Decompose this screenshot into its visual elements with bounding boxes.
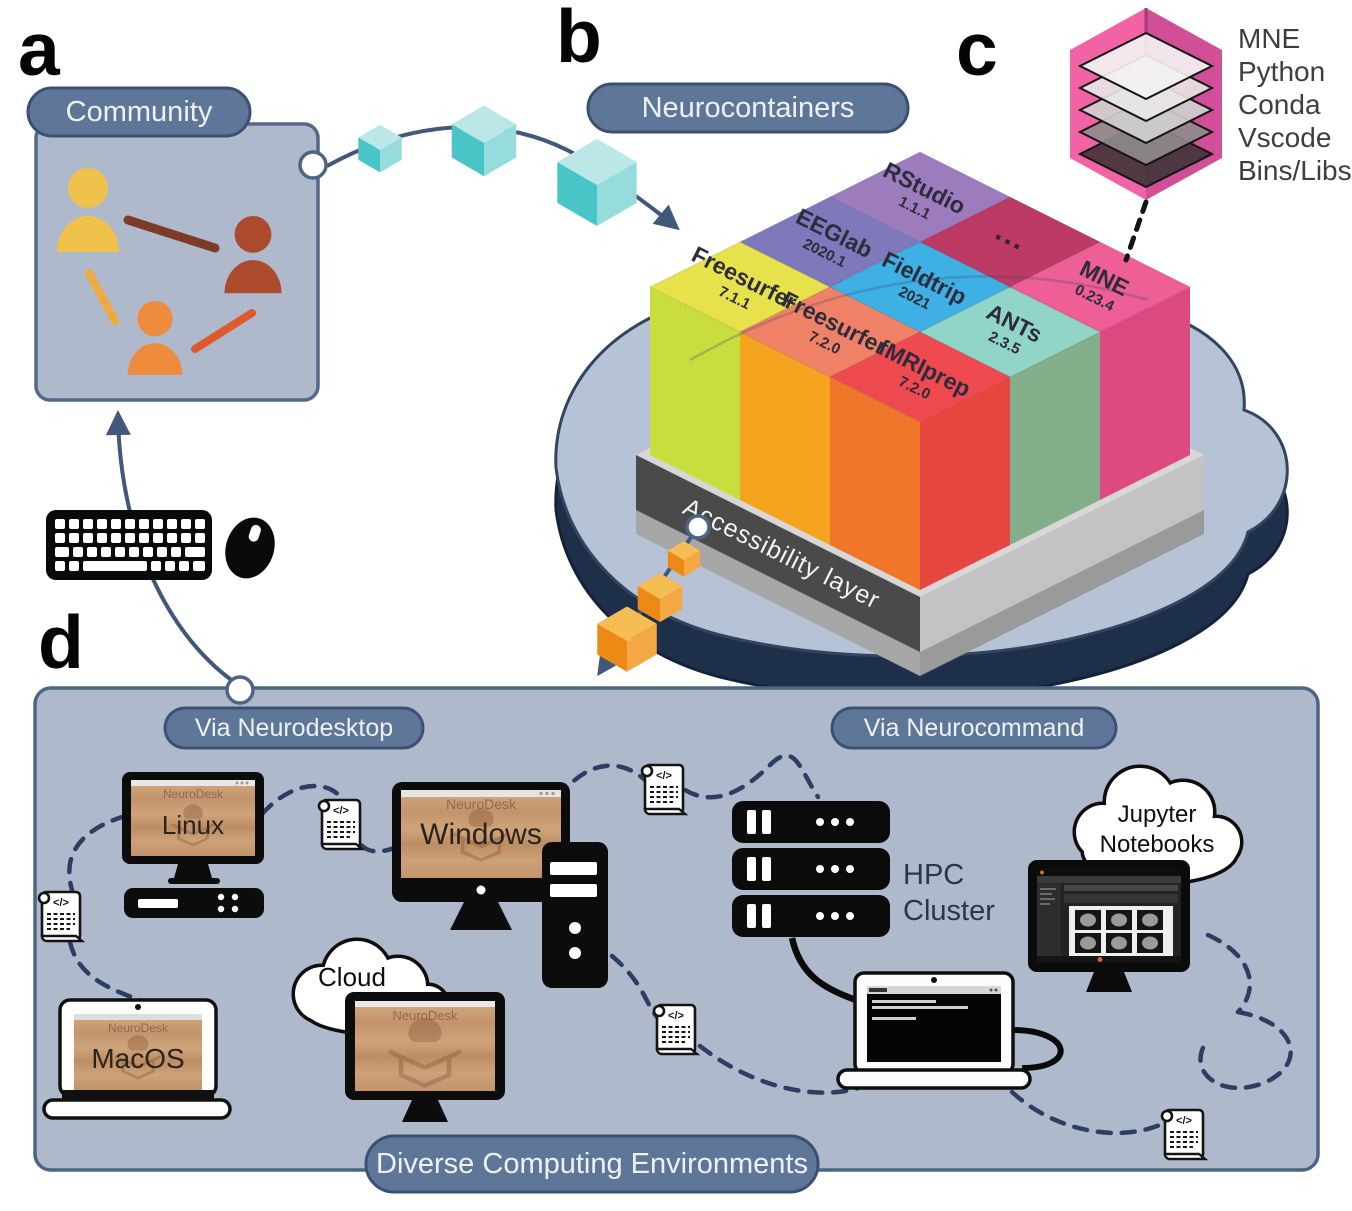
code-script-icon: </>: [652, 1003, 701, 1056]
server-rack-icon: [732, 848, 890, 890]
link-line-brown: [123, 215, 220, 253]
panel-a-community: a Community: [18, 7, 320, 402]
community-people-icon: [57, 168, 282, 375]
panel-d-letter: d: [38, 600, 84, 684]
connector-dot-accessibility: [685, 514, 711, 540]
layer-label-binslibs: Bins/Libs: [1238, 155, 1352, 186]
windows-os-label: Windows: [420, 818, 542, 851]
flow-environments-to-community: [46, 410, 275, 688]
cloud-brand-label: NeuroDesk: [392, 1008, 458, 1023]
terminal-screen: [867, 986, 1001, 1062]
via-neurodesktop-label: Via Neurodesktop: [195, 714, 393, 742]
side-freesurfer720: [740, 332, 830, 545]
cloud-monitor-screen: [355, 1001, 495, 1091]
layer-label-mne: MNE: [1238, 23, 1300, 54]
diverse-environments-badge: [364, 1134, 820, 1194]
slab-lower-band-right: [920, 510, 1204, 676]
linux-computer: NeuroDesk Linux: [122, 772, 264, 918]
side-ants: [1010, 332, 1100, 545]
panel-b-neurocontainers: b Accessibility layer: [554, 0, 1289, 700]
container-cube-medium: [451, 105, 517, 177]
cloud-rim-overlay: [689, 275, 1149, 362]
via-neurocommand-label: Via Neurocommand: [864, 714, 1084, 742]
cloud-deployment: Cloud NeuroDesk: [291, 937, 505, 1122]
panel-a-letter: a: [18, 7, 61, 91]
windows-computer: NeuroDesk Windows: [392, 782, 608, 988]
diverse-environments-label: Diverse Computing Environments: [376, 1148, 808, 1180]
hexagon-to-mne-dashed-link: [1123, 199, 1149, 263]
cloud-label: Cloud: [318, 962, 386, 992]
windows-brand-label: NeuroDesk: [446, 796, 517, 812]
connector-dot-community: [298, 150, 328, 180]
container-stack-top: [648, 151, 1192, 423]
container-cube-small: [358, 124, 402, 173]
mouse-icon: [225, 517, 275, 579]
cloud-monitor: NeuroDesk: [345, 992, 505, 1122]
connector-dot-panel-d: [225, 675, 255, 705]
hpc-cluster: HPC Cluster: [732, 801, 995, 1004]
link-line-yellow: [85, 269, 119, 325]
hpc-label-line2: Cluster: [903, 895, 995, 927]
via-neurocommand-badge: [830, 706, 1118, 750]
tile-fmriprep: [828, 331, 1012, 423]
macos-laptop: NeuroDesk MacOS: [42, 998, 232, 1120]
server-rack-icon: [732, 801, 890, 843]
code-script-icon: </>: [317, 798, 366, 851]
layer-label-conda: Conda: [1238, 89, 1321, 120]
container-hexagon-icon: [1070, 8, 1222, 200]
community-badge-label: Community: [66, 96, 213, 128]
flow-containers-to-environments: [597, 514, 711, 677]
macos-brand-label: NeuroDesk: [108, 1021, 169, 1035]
linux-desktop-unit: [124, 888, 264, 918]
code-script-icon: </>: [37, 890, 86, 943]
script-icons: </> </> </> </>: [37, 763, 1209, 1161]
neurocontainers-badge: [586, 82, 910, 134]
side-fmriprep-left: [830, 377, 920, 590]
windows-screen: [401, 790, 561, 878]
panel-c-letter: c: [956, 7, 998, 91]
svg-text:</>: </>: [1176, 1115, 1192, 1127]
container-stack-sides: [650, 287, 1190, 590]
windows-tower-unit: [542, 842, 608, 988]
code-script-icon: </>: [1160, 1108, 1209, 1161]
side-freesurfer711: [650, 287, 740, 500]
jupyter-notebooks: Jupyter Notebooks: [1028, 764, 1244, 992]
layer-label-python: Python: [1238, 56, 1325, 87]
via-neurodesktop-badge: [163, 706, 425, 750]
jupyter-monitor: [1028, 860, 1190, 992]
macos-os-label: MacOS: [91, 1043, 184, 1074]
code-script-icon: </>: [640, 763, 689, 816]
link-line-orange: [191, 309, 256, 353]
side-mne: [1100, 287, 1190, 500]
svg-text:</>: </>: [656, 770, 672, 782]
svg-text:</>: </>: [333, 805, 349, 817]
panel-c-container-layers: c MNE Python Conda Vscode Bins/Libs: [956, 7, 1352, 263]
linux-os-label: Linux: [162, 810, 224, 840]
linux-brand-label: NeuroDesk: [163, 787, 224, 801]
slab-right-face: [920, 455, 1204, 652]
flow-community-to-containers: [298, 105, 680, 231]
hpc-to-laptop-cable: [788, 937, 858, 1004]
svg-text:</>: </>: [668, 1010, 684, 1022]
hpc-label-line1: HPC: [903, 859, 964, 891]
jupyter-label-line2: Notebooks: [1100, 831, 1215, 858]
terminal-laptop: [836, 971, 1064, 1090]
side-fmriprep-right: [920, 377, 1010, 590]
neurocontainers-badge-label: Neurocontainers: [642, 92, 855, 124]
layer-list: MNE Python Conda Vscode Bins/Libs: [1238, 23, 1352, 186]
layer-label-vscode: Vscode: [1238, 122, 1331, 153]
jupyter-label-line1: Jupyter: [1118, 801, 1197, 828]
svg-text:</>: </>: [53, 897, 69, 909]
laptop-cable-loop: [1011, 1027, 1064, 1071]
keyboard-icon: [46, 510, 212, 580]
panel-d-environments: d NeuroDesk Linux: [33, 600, 1320, 1194]
accessibility-band: [636, 455, 920, 652]
community-badge: [26, 86, 252, 138]
feedback-arrow: [105, 410, 242, 688]
stacked-layer-sheets: [1077, 31, 1215, 189]
server-rack-icon: [732, 895, 890, 937]
slab-lower-band-left: [636, 510, 920, 676]
panel-b-letter: b: [556, 0, 602, 78]
